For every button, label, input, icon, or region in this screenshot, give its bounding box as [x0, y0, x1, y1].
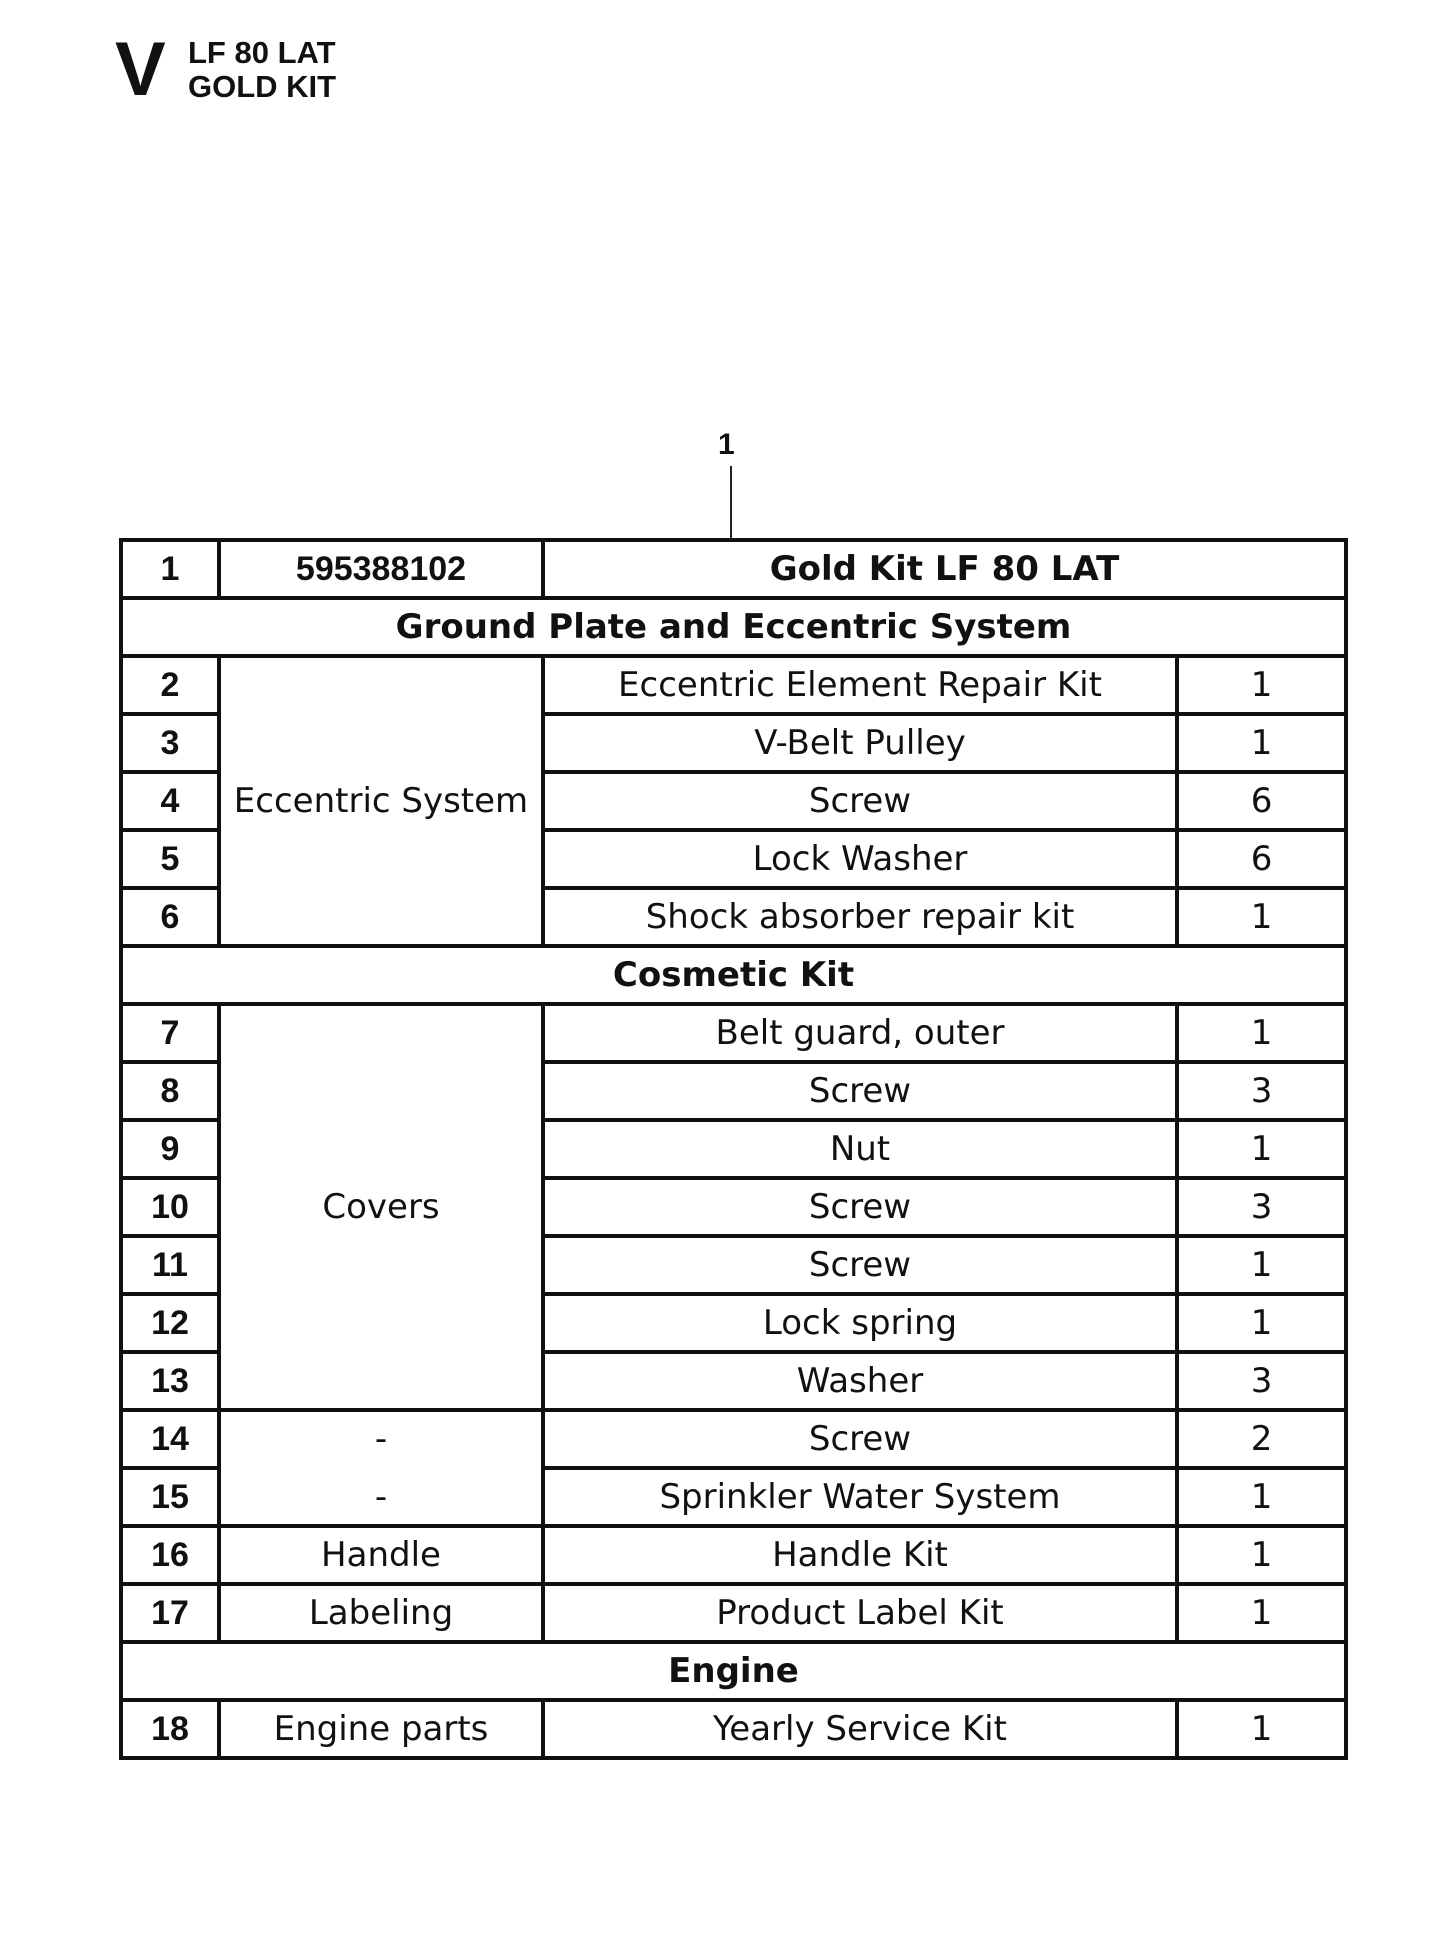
group-dash: -	[217, 1468, 545, 1528]
group-engine-parts: Engine parts	[217, 1698, 545, 1760]
table-row: 4 Screw 6	[119, 770, 1349, 832]
item-qty: 3	[1174, 1060, 1349, 1122]
table-row: 16 Handle Handle Kit 1	[119, 1524, 1349, 1586]
item-qty: 1	[1174, 1698, 1349, 1760]
section-title-cosmetic-kit: Cosmetic Kit	[118, 944, 1349, 1006]
item-pos: 12	[119, 1292, 221, 1354]
item-qty: 1	[1174, 1002, 1349, 1064]
item-description: Lock Washer	[541, 828, 1179, 890]
item-qty: 1	[1174, 1292, 1349, 1354]
item-pos: 3	[119, 712, 221, 774]
kit-name: Gold Kit LF 80 LAT	[540, 538, 1349, 600]
item-pos: 7	[119, 1002, 221, 1064]
item-description: V-Belt Pulley	[541, 712, 1179, 774]
item-pos: 13	[119, 1350, 221, 1412]
section-row: Engine	[118, 1640, 1349, 1702]
group-eccentric-system: Eccentric System	[217, 654, 545, 948]
item-pos: 18	[119, 1698, 221, 1760]
item-description: Screw	[541, 1060, 1179, 1122]
item-description: Sprinkler Water System	[541, 1466, 1179, 1528]
item-description: Screw	[541, 770, 1179, 832]
header-titles: LF 80 LAT GOLD KIT	[188, 36, 336, 104]
table-row: 15 - Sprinkler Water System 1	[119, 1466, 1349, 1528]
item-qty: 1	[1174, 712, 1349, 774]
item-description: Washer	[541, 1350, 1179, 1412]
model-title: LF 80 LAT	[188, 35, 336, 70]
item-pos: 6	[119, 886, 221, 948]
table-row: 18 Engine parts Yearly Service Kit 1	[119, 1698, 1349, 1760]
item-description: Handle Kit	[541, 1524, 1179, 1586]
item-pos: 16	[119, 1524, 221, 1586]
item-qty: 6	[1174, 828, 1349, 890]
table-row: 13 Washer 3	[119, 1350, 1349, 1412]
callout-leader-line	[730, 466, 732, 542]
section-title-engine: Engine	[118, 1640, 1349, 1702]
kit-pos: 1	[119, 538, 221, 600]
item-description: Product Label Kit	[541, 1582, 1179, 1644]
section-row: Cosmetic Kit	[118, 944, 1349, 1006]
item-description: Eccentric Element Repair Kit	[541, 654, 1179, 716]
item-description: Screw	[541, 1234, 1179, 1296]
item-qty: 1	[1174, 886, 1349, 948]
section-title-ground-plate: Ground Plate and Eccentric System	[118, 596, 1349, 658]
table-row: 10 Screw 3	[119, 1176, 1349, 1238]
section-letter: V	[115, 27, 166, 112]
item-description: Belt guard, outer	[541, 1002, 1179, 1064]
table-row: 14 - Screw 2	[119, 1408, 1349, 1470]
item-qty: 1	[1174, 654, 1349, 716]
table-row: 12 Lock spring 1	[119, 1292, 1349, 1354]
item-pos: 10	[119, 1176, 221, 1238]
table-row: 5 Lock Washer 6	[119, 828, 1349, 890]
table-row: 3 V-Belt Pulley 1	[119, 712, 1349, 774]
item-qty: 1	[1174, 1118, 1349, 1180]
table-row: 6 Shock absorber repair kit 1	[119, 886, 1349, 948]
item-description: Screw	[541, 1408, 1179, 1470]
item-pos: 2	[119, 654, 221, 716]
item-pos: 4	[119, 770, 221, 832]
parts-table: 1 595388102 Gold Kit LF 80 LAT Ground Pl…	[118, 538, 1349, 1760]
item-qty: 1	[1174, 1466, 1349, 1528]
item-qty: 3	[1174, 1350, 1349, 1412]
item-pos: 11	[119, 1234, 221, 1296]
item-description: Shock absorber repair kit	[541, 886, 1179, 948]
kit-subtitle: GOLD KIT	[188, 69, 337, 104]
item-pos: 17	[119, 1582, 221, 1644]
item-description: Screw	[541, 1176, 1179, 1238]
item-qty: 6	[1174, 770, 1349, 832]
item-pos: 14	[119, 1408, 221, 1470]
group-labeling: Labeling	[217, 1582, 545, 1644]
item-pos: 15	[119, 1466, 221, 1528]
table-row: 7 Covers Belt guard, outer 1	[119, 1002, 1349, 1412]
kit-row: 1 595388102 Gold Kit LF 80 LAT	[119, 538, 1349, 600]
table-row: 9 Nut 1	[119, 1118, 1349, 1180]
group-covers: Covers	[217, 1002, 545, 1412]
table-row: 17 Labeling Product Label Kit 1	[119, 1582, 1349, 1644]
kit-part-number: 595388102	[217, 538, 545, 600]
item-description: Lock spring	[541, 1292, 1179, 1354]
item-pos: 9	[119, 1118, 221, 1180]
section-row: Ground Plate and Eccentric System	[118, 596, 1349, 658]
callout-label: 1	[718, 428, 735, 461]
item-qty: 3	[1174, 1176, 1349, 1238]
group-dash: -	[217, 1408, 545, 1468]
group-handle: Handle	[217, 1524, 545, 1586]
item-qty: 2	[1174, 1408, 1349, 1470]
item-description: Yearly Service Kit	[541, 1698, 1179, 1760]
item-description: Nut	[541, 1118, 1179, 1180]
item-pos: 8	[119, 1060, 221, 1122]
item-qty: 1	[1174, 1524, 1349, 1586]
item-qty: 1	[1174, 1582, 1349, 1644]
table-row: 2 Eccentric System Eccentric Element Rep…	[119, 654, 1349, 948]
item-pos: 5	[119, 828, 221, 890]
table-row: 8 Screw 3	[119, 1060, 1349, 1122]
table-row: 11 Screw 1	[119, 1234, 1349, 1296]
item-qty: 1	[1174, 1234, 1349, 1296]
